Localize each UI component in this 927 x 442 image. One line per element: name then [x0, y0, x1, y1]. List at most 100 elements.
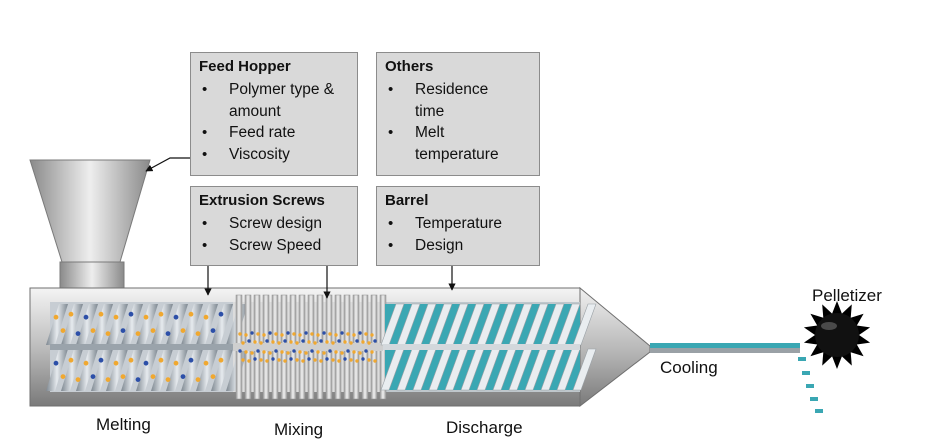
mixed-pellet — [304, 331, 308, 335]
polymer-pellet — [75, 377, 81, 382]
pelletizer-icon — [803, 301, 871, 369]
screw-flight — [136, 349, 158, 391]
others-item: Melt temperature — [385, 122, 515, 165]
feed-hopper — [29, 159, 151, 289]
mixed-pellet — [247, 339, 251, 343]
mixed-pellet — [316, 350, 320, 354]
mixed-pellet — [286, 331, 290, 335]
polymer-pellet — [195, 377, 201, 382]
polymer-pellet — [143, 360, 149, 366]
polymer-pellet — [60, 374, 66, 379]
mixed-pellet — [313, 341, 317, 345]
screw-flight — [46, 304, 68, 345]
polymer-pellet — [218, 311, 224, 317]
feed-hopper-box: Feed Hopper Polymer type & amount Feed r… — [190, 52, 358, 176]
polymer-pellet — [195, 331, 201, 336]
polymer-pellet — [210, 328, 216, 333]
mixed-pellet — [253, 340, 257, 344]
screw-flight — [166, 304, 188, 345]
mixed-pellet — [259, 358, 263, 362]
mixed-pellet — [334, 350, 338, 354]
screw-flight — [211, 349, 233, 391]
barrel-item: Temperature — [385, 213, 531, 235]
mixed-pellet — [277, 341, 281, 345]
polymer-pellet — [165, 331, 171, 336]
mixed-pellet — [355, 359, 359, 363]
mixed-pellet — [277, 358, 281, 362]
screw-flight — [121, 304, 143, 345]
polymer-pellet — [173, 314, 179, 320]
mixed-pellet — [256, 349, 260, 353]
mixed-pellet — [346, 332, 350, 336]
polymer-pellet — [143, 314, 149, 320]
mixed-pellet — [292, 332, 296, 336]
mixed-pellet — [241, 341, 245, 345]
mixed-pellet — [349, 358, 353, 362]
mixed-pellet — [343, 357, 347, 361]
extrusion-screws-box: Extrusion Screws Screw design Screw Spee… — [190, 186, 358, 266]
polymer-pellet — [75, 331, 81, 336]
polymer-pellet — [135, 377, 141, 382]
mixed-pellet — [271, 357, 275, 361]
mixed-pellet — [250, 331, 254, 335]
mixed-pellet — [304, 351, 308, 355]
mixed-pellet — [361, 357, 365, 361]
cooling-drip — [815, 409, 823, 413]
screw-flight — [46, 349, 68, 391]
mixed-pellet — [331, 358, 335, 362]
others-box: Others Residence time Melt temperature — [376, 52, 540, 176]
polymer-pellet — [120, 328, 126, 333]
feed-hopper-item: Polymer type & amount — [199, 79, 347, 122]
discharge-flight — [572, 348, 597, 391]
mixed-pellet — [268, 331, 272, 335]
polymer-pellet — [158, 357, 164, 363]
mixed-pellet — [283, 339, 287, 343]
mixed-pellet — [274, 349, 278, 353]
mixed-pellet — [253, 357, 257, 361]
polymer-pellet — [83, 314, 89, 320]
melting-screw — [46, 304, 248, 391]
mixed-pellet — [286, 351, 290, 355]
feed-hopper-title: Feed Hopper — [199, 58, 291, 75]
polymer-pellet — [158, 311, 164, 317]
screw-flight — [76, 304, 98, 345]
screw-flight — [91, 304, 113, 345]
polymer-pellet — [68, 357, 74, 363]
mixed-pellet — [283, 359, 287, 363]
screw-flight — [136, 304, 158, 345]
screw-flight — [181, 349, 203, 391]
feed-hopper-item: Viscosity — [199, 144, 349, 166]
polymer-pellet — [53, 360, 59, 366]
polymer-pellet — [180, 328, 186, 333]
polymer-pellet — [113, 360, 119, 366]
polymer-pellet — [210, 374, 216, 379]
screw-flight — [181, 304, 203, 345]
barrel-title: Barrel — [385, 192, 429, 209]
others-title: Others — [385, 58, 434, 75]
mixed-pellet — [325, 340, 329, 344]
screw-flight — [196, 349, 218, 391]
mixed-pellet — [349, 341, 353, 345]
polymer-pellet — [150, 374, 156, 379]
mixing-elements — [233, 294, 387, 400]
mixed-pellet — [280, 333, 284, 337]
polymer-pellet — [128, 357, 134, 363]
screw-flight — [166, 349, 188, 391]
mixed-pellet — [367, 341, 371, 345]
mixed-pellet — [295, 341, 299, 345]
polymer-pellet — [188, 357, 194, 363]
screw-flight — [196, 304, 218, 345]
polymer-pellet — [113, 314, 119, 320]
cooling-drip — [802, 371, 810, 375]
polymer-pellet — [203, 314, 209, 320]
connector-arrows — [145, 157, 456, 299]
screw-shaft — [50, 344, 233, 350]
screw-flight — [91, 349, 113, 391]
polymer-pellet — [120, 374, 126, 379]
mixed-pellet — [310, 349, 314, 353]
mixed-pellet — [316, 333, 320, 337]
screw-flight — [61, 304, 83, 345]
mixed-pellet — [262, 333, 266, 337]
mixed-pellet — [307, 340, 311, 344]
